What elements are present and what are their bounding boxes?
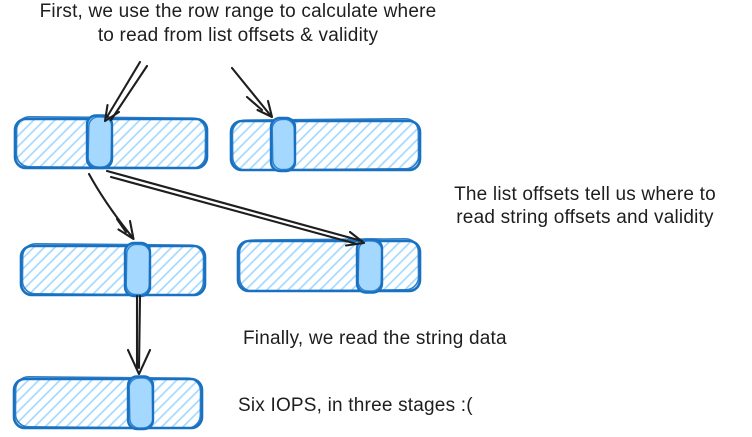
highlight-sketch xyxy=(128,377,154,429)
highlight-segment xyxy=(126,375,155,431)
highlight-segment xyxy=(269,116,297,173)
caption-step2-line1: The list offsets tell us where to xyxy=(454,184,716,205)
caption-summary: Six IOPS, in three stages :( xyxy=(238,395,473,416)
buffer-row2-right xyxy=(236,237,422,294)
buffer-row1-left xyxy=(13,114,209,170)
caption-step2: The list offsets tell us where to read s… xyxy=(418,183,752,229)
highlight-sketch xyxy=(125,243,151,296)
arrowhead xyxy=(103,103,121,123)
highlight-sketch xyxy=(357,240,383,292)
arrow-step1-to-right-buffer xyxy=(230,66,274,119)
arrowhead xyxy=(344,230,366,247)
buffer-outline-sketch xyxy=(231,117,420,172)
highlight-segment xyxy=(85,114,114,170)
buffer-row1-right xyxy=(229,116,422,173)
arrowhead xyxy=(117,219,135,241)
arrowhead xyxy=(256,99,274,119)
highlight-sketch xyxy=(87,116,113,168)
arrowhead xyxy=(126,348,152,376)
caption-step1: First, we use the row range to calculate… xyxy=(0,0,476,48)
buffer-body xyxy=(15,380,201,427)
buffer-body xyxy=(232,122,419,169)
highlight-segment xyxy=(355,238,384,294)
highlight-segment xyxy=(123,241,152,298)
arrow-step1-to-left-buffer xyxy=(103,60,149,123)
buffer-outline-sketch xyxy=(14,375,202,430)
arrow-list-offsets-to-string-offsets-right xyxy=(105,169,366,247)
arrow-string-offsets-to-string-data xyxy=(126,294,152,376)
buffer-row2-left xyxy=(19,241,207,298)
buffer-body xyxy=(22,247,204,294)
caption-step2-line2: read string offsets and validity xyxy=(456,207,714,228)
buffer-row3 xyxy=(12,375,204,431)
highlight-sketch xyxy=(271,118,296,171)
caption-step1-line2: to read from list offsets & validity xyxy=(97,25,379,46)
buffer-body xyxy=(239,242,419,290)
buffer-outline-sketch xyxy=(21,242,205,297)
caption-step3: Finally, we read the string data xyxy=(243,328,507,349)
buffer-outline-sketch xyxy=(238,237,420,293)
caption-step1-line1: First, we use the row range to calculate… xyxy=(39,1,437,22)
arrow-list-offsets-to-string-offsets-left xyxy=(87,172,135,241)
